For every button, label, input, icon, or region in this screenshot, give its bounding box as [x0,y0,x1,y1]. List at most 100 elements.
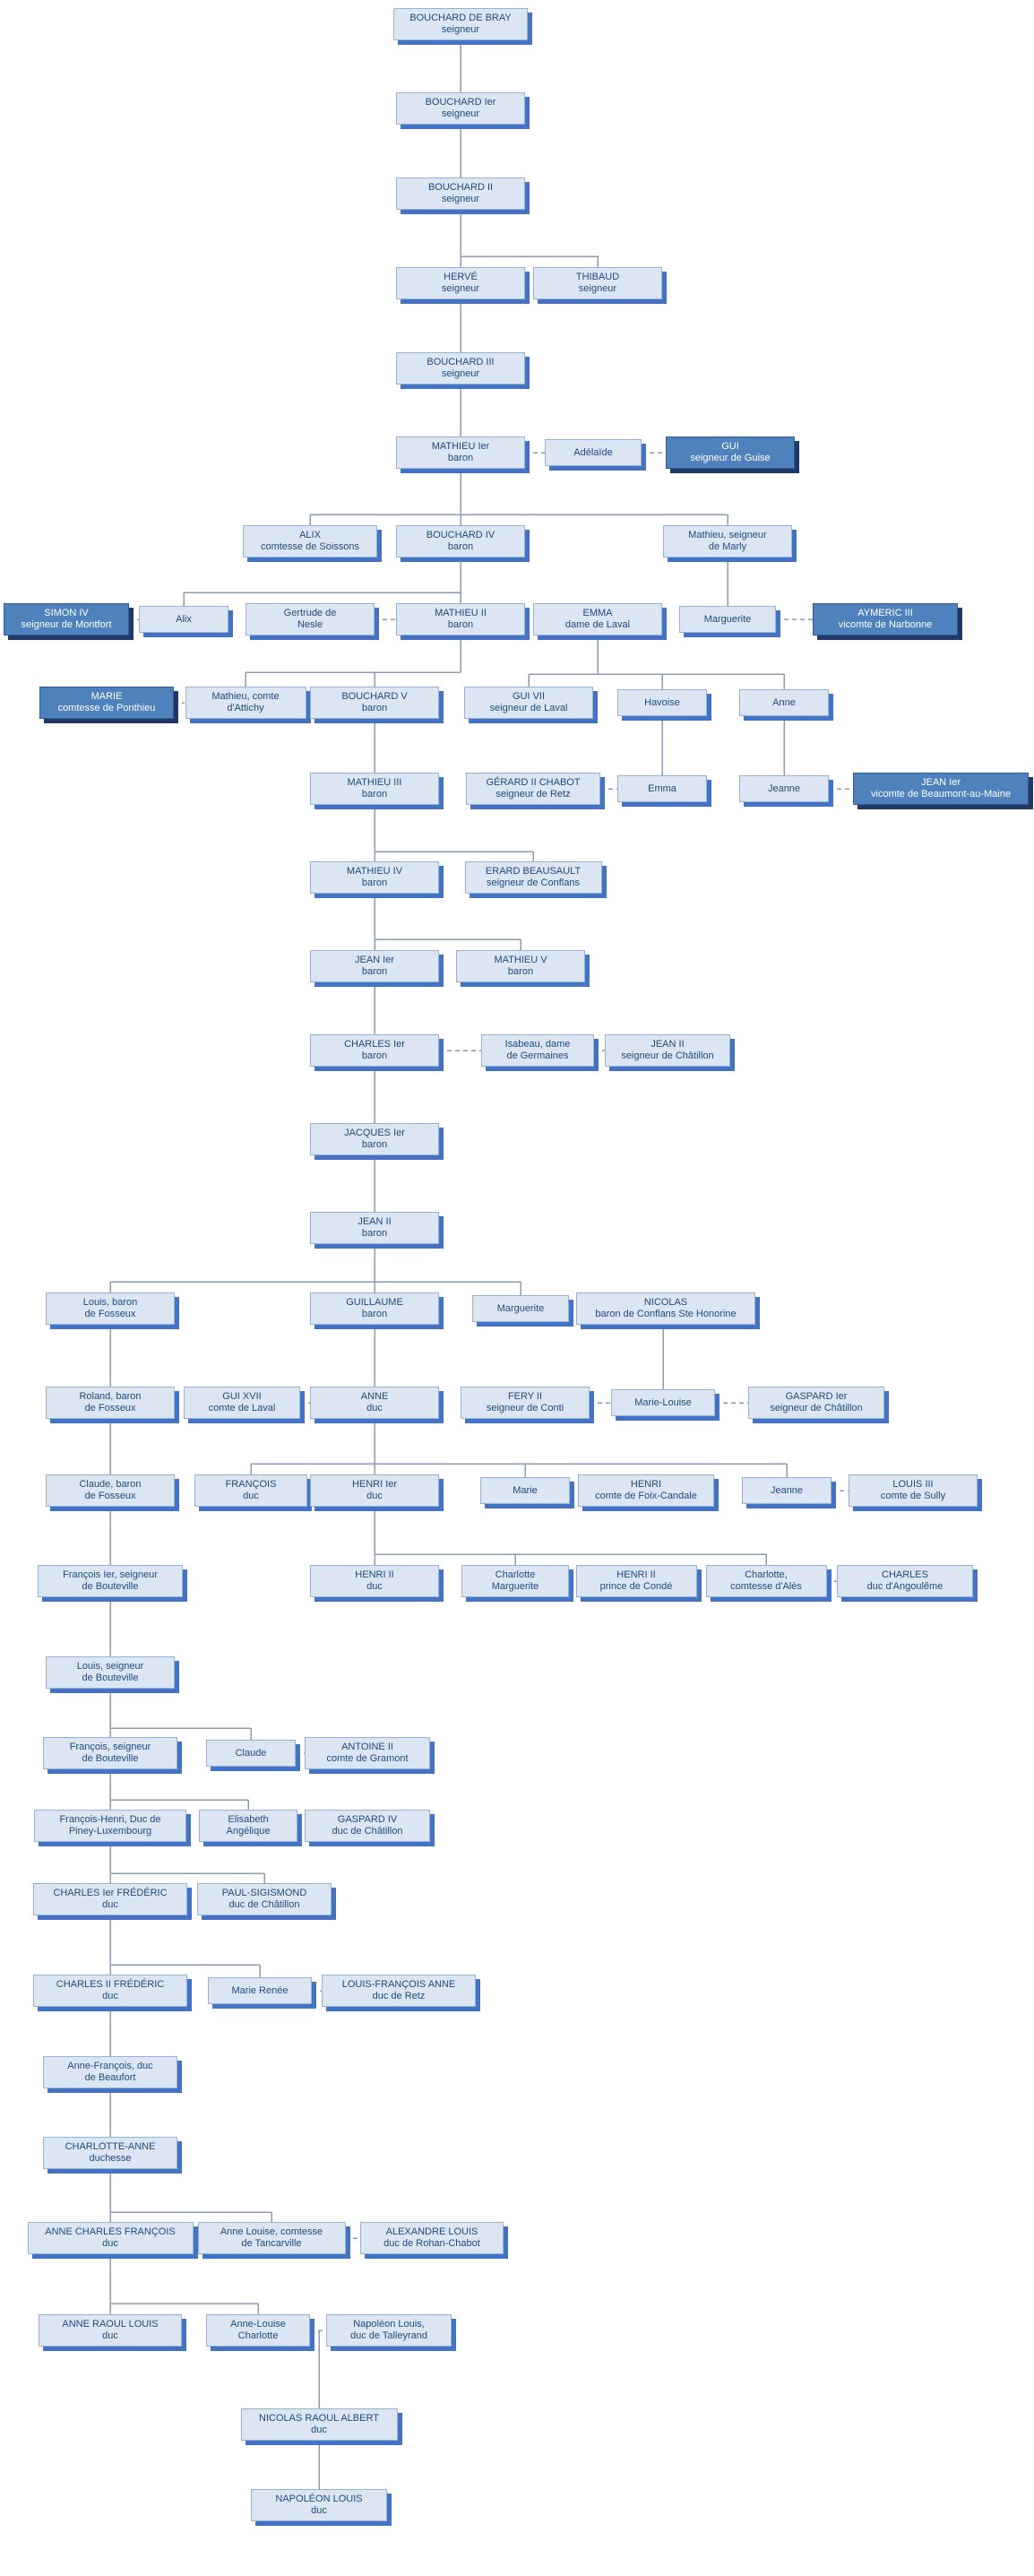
person-title: baron [361,789,388,800]
person-title: seigneur de Montfort [21,619,112,630]
person-name: FRANÇOIS [225,1479,277,1490]
person-name: BOUCHARD III [427,357,495,367]
person-name: BOUCHARD II [427,182,494,193]
person-title: duc [102,1991,118,2001]
person-title: de Fosseux [84,1309,136,1319]
person-title: baron de Conflans Ste Honorine [595,1309,737,1319]
person-name: JEAN Ier [354,955,394,965]
person-title: seigneur [578,283,617,294]
person-name: GASPARD Ier [785,1391,848,1402]
person-name: NICOLAS [643,1297,688,1308]
person-title: seigneur de Retz [495,789,571,800]
person-title: duc de Retz [372,1991,426,2001]
person-title: comte de Sully [880,1491,946,1501]
person-title: comtesse d'Alès [730,1581,802,1592]
person-name: CHARLES Ier FRÉDÉRIC [53,1888,168,1898]
person-title: Nesle [297,619,323,630]
person-name: MATHIEU III [347,777,402,788]
person-title: vicomte de Narbonne [838,619,933,630]
person-title: duc d'Angoulême [866,1581,944,1592]
person-name: Roland, baron [79,1391,142,1402]
person-title: baron [361,1309,388,1319]
person-name: Anne [772,696,796,708]
person-name: GUI [721,441,739,452]
person-marie: Marie [480,1477,570,1504]
person-name: Alix [176,613,192,625]
person-title: baron [447,541,474,552]
person-name: Elisabeth [228,1814,269,1825]
person-name: MATHIEU V [494,955,547,965]
person-title: seigneur de Laval [489,703,568,713]
person-title: comtesse de Ponthieu [57,703,156,713]
person-name: NICOLAS RAOUL ALBERT [259,2413,379,2424]
person-havoise: Havoise [617,689,707,716]
person-title: duc [366,1403,383,1413]
person-name: Isabeau, dame [504,1039,571,1050]
person-name: Claude [235,1747,267,1759]
person-title: baron [447,619,474,630]
person-title: seigneur de Châtillon [770,1403,863,1413]
person-title: baron [361,1228,388,1239]
person-title: baron [507,966,534,977]
person-title: seigneur de Châtillon [621,1050,714,1061]
person-name: JEAN Ier [920,777,961,788]
person-name: JACQUES Ier [344,1128,405,1138]
person-name: BOUCHARD DE BRAY [409,13,512,23]
person-name: Marie-Louise [634,1396,692,1408]
person-name: Louis, baron [82,1297,138,1308]
person-title: de Fosseux [84,1491,136,1501]
person-name: BOUCHARD V [341,691,408,702]
person-title: duc [102,2330,118,2341]
person-name: AYMERIC III [857,608,913,618]
person-name: Marie Renée [231,1984,289,1996]
person-title: duc [311,2425,327,2435]
person-name: Jeanne [770,1484,804,1496]
person-name: ANNE RAOUL LOUIS [62,2319,159,2330]
person-title: duc [366,1581,383,1592]
person-name: MATHIEU IV [346,866,403,877]
person-title: vicomte de Beaumont-au-Maine [871,789,1011,800]
person-title: de Germaines [506,1050,569,1061]
person-name: Louis, seigneur [76,1661,144,1672]
person-adelaide: Adélaïde [545,439,642,466]
person-name: GUI VII [512,691,546,702]
person-name: François Ier, seigneur [63,1569,158,1580]
person-name: ERARD BEAUSAULT [485,866,582,877]
person-name: Mathieu, seigneur [688,530,767,540]
person-name: BOUCHARD Ier [425,97,496,108]
person-name: MATHIEU II [435,608,487,618]
person-name: Adélaïde [573,446,613,458]
person-title: baron [361,877,388,888]
